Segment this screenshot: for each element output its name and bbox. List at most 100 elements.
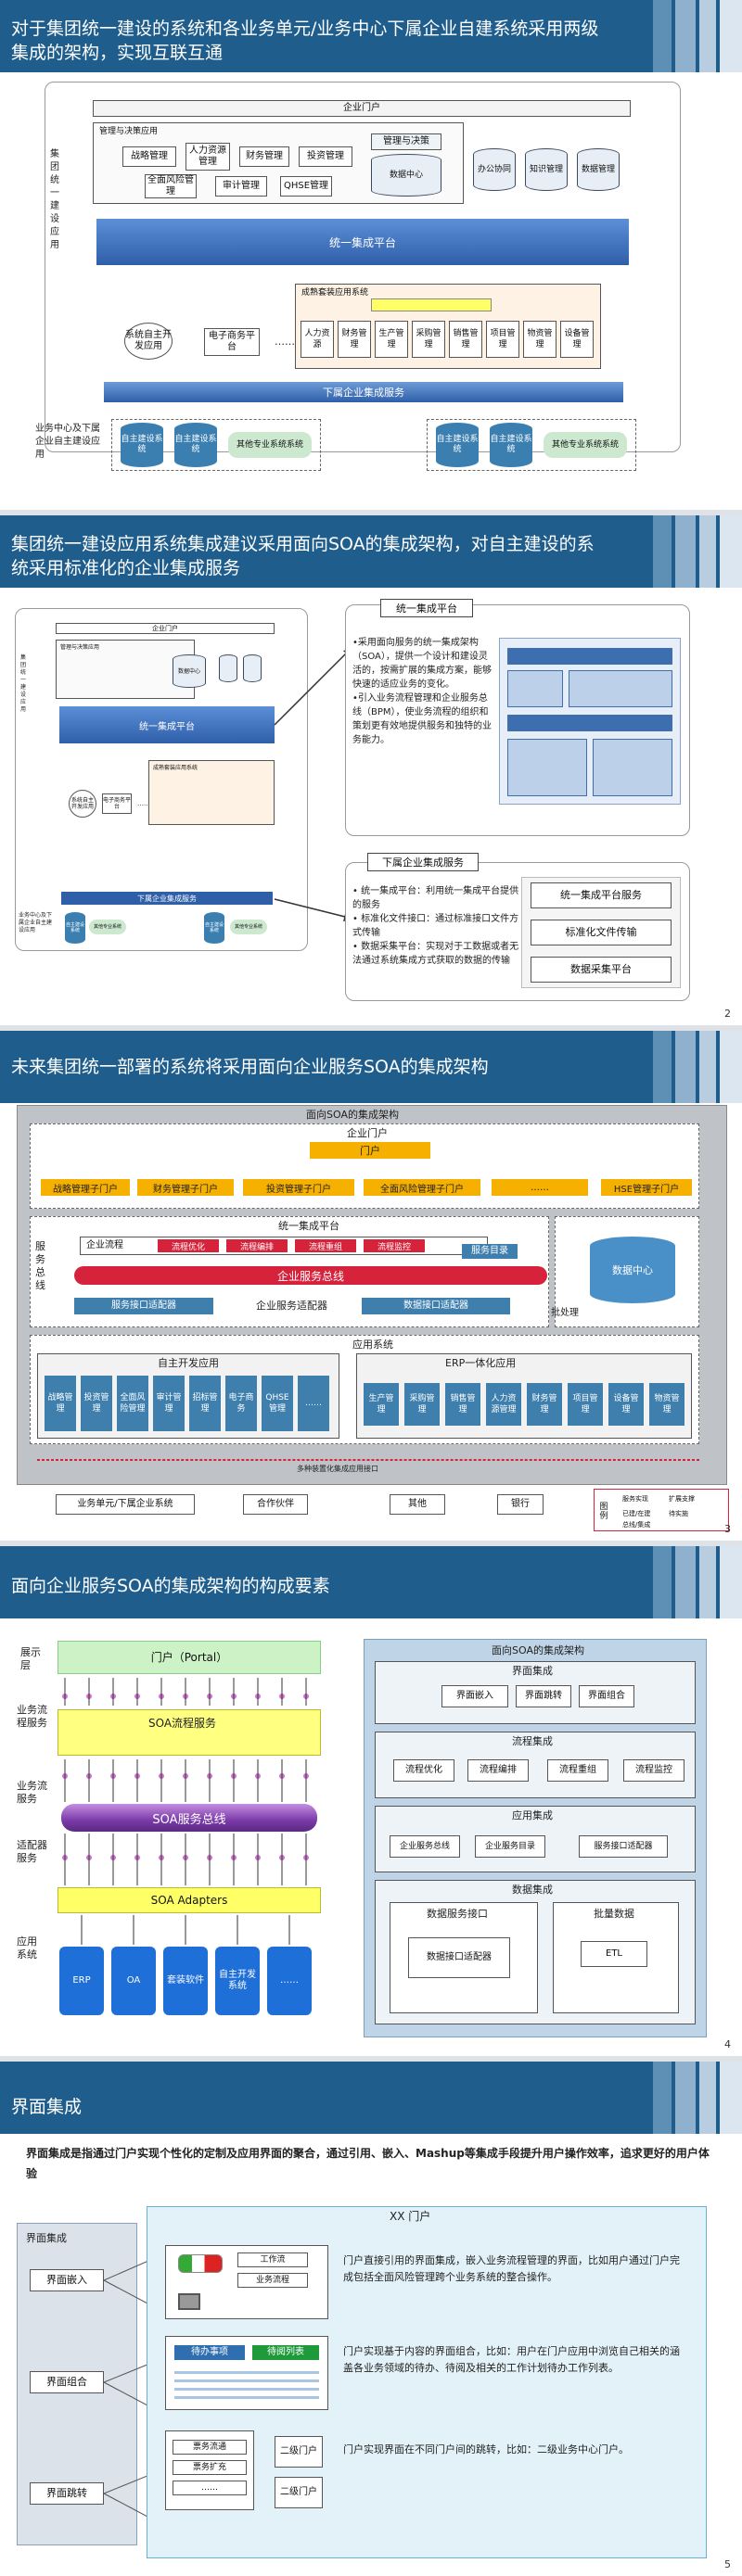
app-item-0: 企业服务总线 bbox=[390, 1835, 460, 1858]
portal-title: XX 门户 bbox=[390, 2210, 431, 2223]
mini-db-a bbox=[219, 654, 237, 682]
bottom-item-3: 银行 bbox=[497, 1494, 544, 1515]
batch-title: 批量数据 bbox=[594, 1908, 634, 1920]
subsidiary-text: • 统一集成平台：利用统一集成平台提供的服务 • 标准化文件接口：通过标准接口文… bbox=[352, 886, 519, 966]
decision-box: 管理与决策 bbox=[371, 133, 441, 150]
desc-2: 门户实现基于内容的界面组合，比如：用户在门户应用中浏览自己相关的涵盖各业务领域的… bbox=[343, 2345, 680, 2374]
bottom-right-0: 自主建设系统 bbox=[436, 423, 479, 467]
legend-3: 待实施 bbox=[669, 1510, 688, 1517]
slide-title: 未来集团统一部署的系统将采用面向企业服务SOA的集成架构 bbox=[11, 1057, 489, 1077]
erp-item-4: 财务管理 bbox=[527, 1383, 562, 1426]
bottom-dashed-line bbox=[37, 1459, 699, 1461]
mini-left-system-0: 系统自主开发应用 bbox=[69, 790, 96, 818]
slide-header: 界面集成 bbox=[0, 2062, 742, 2134]
self-item-5: 电子商务 bbox=[225, 1376, 257, 1431]
platform-title: 统一集成平台 bbox=[278, 1220, 339, 1232]
mini-packaged-title: 成熟套装应用系统 bbox=[153, 765, 198, 771]
bottom-right-group bbox=[427, 419, 636, 471]
adapters-box: SOA Adapters bbox=[58, 1887, 321, 1913]
ellipsis: …… bbox=[275, 336, 295, 348]
layer-0: 展示层 bbox=[20, 1646, 41, 1671]
header-stripes bbox=[653, 0, 742, 72]
packaged-item: 销售管理 bbox=[449, 321, 482, 358]
layer-4: 应用系统 bbox=[17, 1935, 37, 1961]
service-catalog: 服务目录 bbox=[462, 1244, 518, 1259]
mini-left-system-1: 电子商务平台 bbox=[102, 793, 132, 814]
mock1-item-0: 工作流 bbox=[237, 2252, 308, 2267]
portal-bar: 门户 bbox=[310, 1142, 430, 1159]
flow-item-1: 流程编排 bbox=[467, 1759, 529, 1782]
db-1: 知识管理 bbox=[525, 148, 568, 191]
packaged-item: 财务管理 bbox=[338, 321, 371, 358]
app-1: OA bbox=[111, 1947, 156, 2015]
app-2: 套装软件 bbox=[163, 1947, 208, 2015]
packaged-item: 设备管理 bbox=[560, 321, 594, 358]
right-title: 面向SOA的集成架构 bbox=[492, 1644, 584, 1656]
mini-side-bottom: 业务中心及下属企业自主建设应用 bbox=[19, 912, 53, 933]
soa-bus: SOA服务总线 bbox=[61, 1804, 317, 1832]
mini-datacenter: 数据中心 bbox=[173, 654, 206, 688]
layer-1: 业务流程服务 bbox=[17, 1704, 47, 1729]
bottom-right-2: 其他专业系统系统 bbox=[544, 432, 627, 458]
self-item-2: 全面风险管理 bbox=[117, 1376, 148, 1431]
self-dev-title: 自主开发应用 bbox=[158, 1357, 219, 1369]
side-label-bottom: 业务中心及下属企业自主建设应用 bbox=[35, 424, 100, 460]
data-iface-title: 数据服务接口 bbox=[427, 1908, 488, 1920]
header-stripes bbox=[653, 2062, 742, 2134]
bottom-right-1: 自主建设系统 bbox=[490, 423, 532, 467]
portal-title: 企业门户 bbox=[347, 1127, 388, 1139]
self-item-3: 审计管理 bbox=[153, 1376, 185, 1431]
desc-1: 门户直接引用的界面集成，嵌入业务流程管理的界面，比如用户通过门户完成包括全面风险… bbox=[343, 2254, 680, 2283]
erp-item-3: 人力资源管理 bbox=[486, 1383, 521, 1426]
slide-header: 集团统一建设应用系统集成建议采用面向SOA的集成架构，对自主建设的系统采用标准化… bbox=[0, 515, 742, 588]
mini-bottom-b: 其他专业系统 bbox=[89, 920, 126, 934]
subportal-5: HSE管理子门户 bbox=[601, 1179, 692, 1196]
legend-4: 总线/集成 bbox=[622, 1521, 651, 1529]
right-button-1: 标准化文件传输 bbox=[531, 920, 672, 945]
bottom-left-2: 其他专业系统系统 bbox=[228, 432, 312, 458]
app-title: 应用集成 bbox=[512, 1809, 553, 1821]
service-line-label: 服务总线 bbox=[35, 1240, 45, 1291]
legend-0: 服务实现 bbox=[622, 1495, 648, 1503]
self-item-4: 招标管理 bbox=[189, 1376, 221, 1431]
erp-item-2: 销售管理 bbox=[445, 1383, 480, 1426]
ui-item-2: 界面组合 bbox=[579, 1685, 634, 1707]
adapter-left: 服务接口适配器 bbox=[74, 1298, 213, 1314]
mini-bottom-c: 自主建设系统 bbox=[204, 912, 224, 944]
slide-4: 面向企业服务SOA的集成架构的构成要素 展示层 业务流程服务 业务流服务 适配器… bbox=[0, 1546, 742, 2062]
flow-item-2: 流程重组 bbox=[547, 1759, 608, 1782]
erp-item-5: 项目管理 bbox=[568, 1383, 603, 1426]
platform-label: 统一集成平台 bbox=[380, 599, 473, 617]
second-portal-0: 二级门户 bbox=[275, 2436, 323, 2468]
subportal-4: …… bbox=[492, 1179, 588, 1196]
subsidiary-bar: 下属企业集成服务 bbox=[104, 382, 623, 402]
bottom-item-0: 业务单元/下属企业系统 bbox=[56, 1494, 195, 1515]
mgmt-item-2: 财务管理 bbox=[239, 146, 289, 167]
desc-3: 门户实现界面在不同门户间的跳转，比如：二级业务中心门户。 bbox=[343, 2443, 629, 2455]
etl-label: 批处理 bbox=[551, 1308, 579, 1318]
packaged-item: 人力资源 bbox=[301, 321, 334, 358]
mock1-item-1: 业务流程 bbox=[237, 2273, 308, 2288]
flow-title: 流程集成 bbox=[512, 1735, 553, 1747]
self-item-6: QHSE管理 bbox=[262, 1376, 293, 1431]
mini-mgmt-title: 管理与决策应用 bbox=[60, 644, 100, 651]
right-button-0: 统一集成平台服务 bbox=[531, 882, 672, 908]
slide-3: 未来集团统一部署的系统将采用面向企业服务SOA的集成架构 面向SOA的集成架构 … bbox=[0, 1031, 742, 1546]
packaged-item: 项目管理 bbox=[486, 321, 519, 358]
app-item-2: 服务接口适配器 bbox=[579, 1835, 668, 1858]
packaged-tree bbox=[371, 298, 492, 311]
soa-flow-box bbox=[58, 1709, 321, 1756]
left-system-0: 系统自主开发应用 bbox=[124, 323, 173, 360]
mock2-item-1: 待阅列表 bbox=[252, 2345, 319, 2360]
intro-text: 界面集成是指通过门户实现个性化的定制及应用界面的聚合，通过引用、嵌入、Mashu… bbox=[26, 2147, 710, 2180]
left-title: 界面集成 bbox=[26, 2232, 67, 2244]
mini-portal: 企业门户 bbox=[56, 623, 275, 634]
adapter-right: 数据接口适配器 bbox=[362, 1298, 510, 1314]
subportal-3: 全面风险管理子门户 bbox=[364, 1179, 480, 1196]
enterprise-flow-label: 企业流程 bbox=[86, 1240, 123, 1250]
bottom-left-group bbox=[111, 419, 321, 471]
app-item-1: 企业服务目录 bbox=[475, 1835, 545, 1858]
erp-title: ERP一体化应用 bbox=[445, 1357, 517, 1369]
bottom-left-0: 自主建设系统 bbox=[121, 423, 163, 467]
soa-flow-label: SOA流程服务 bbox=[148, 1717, 217, 1730]
